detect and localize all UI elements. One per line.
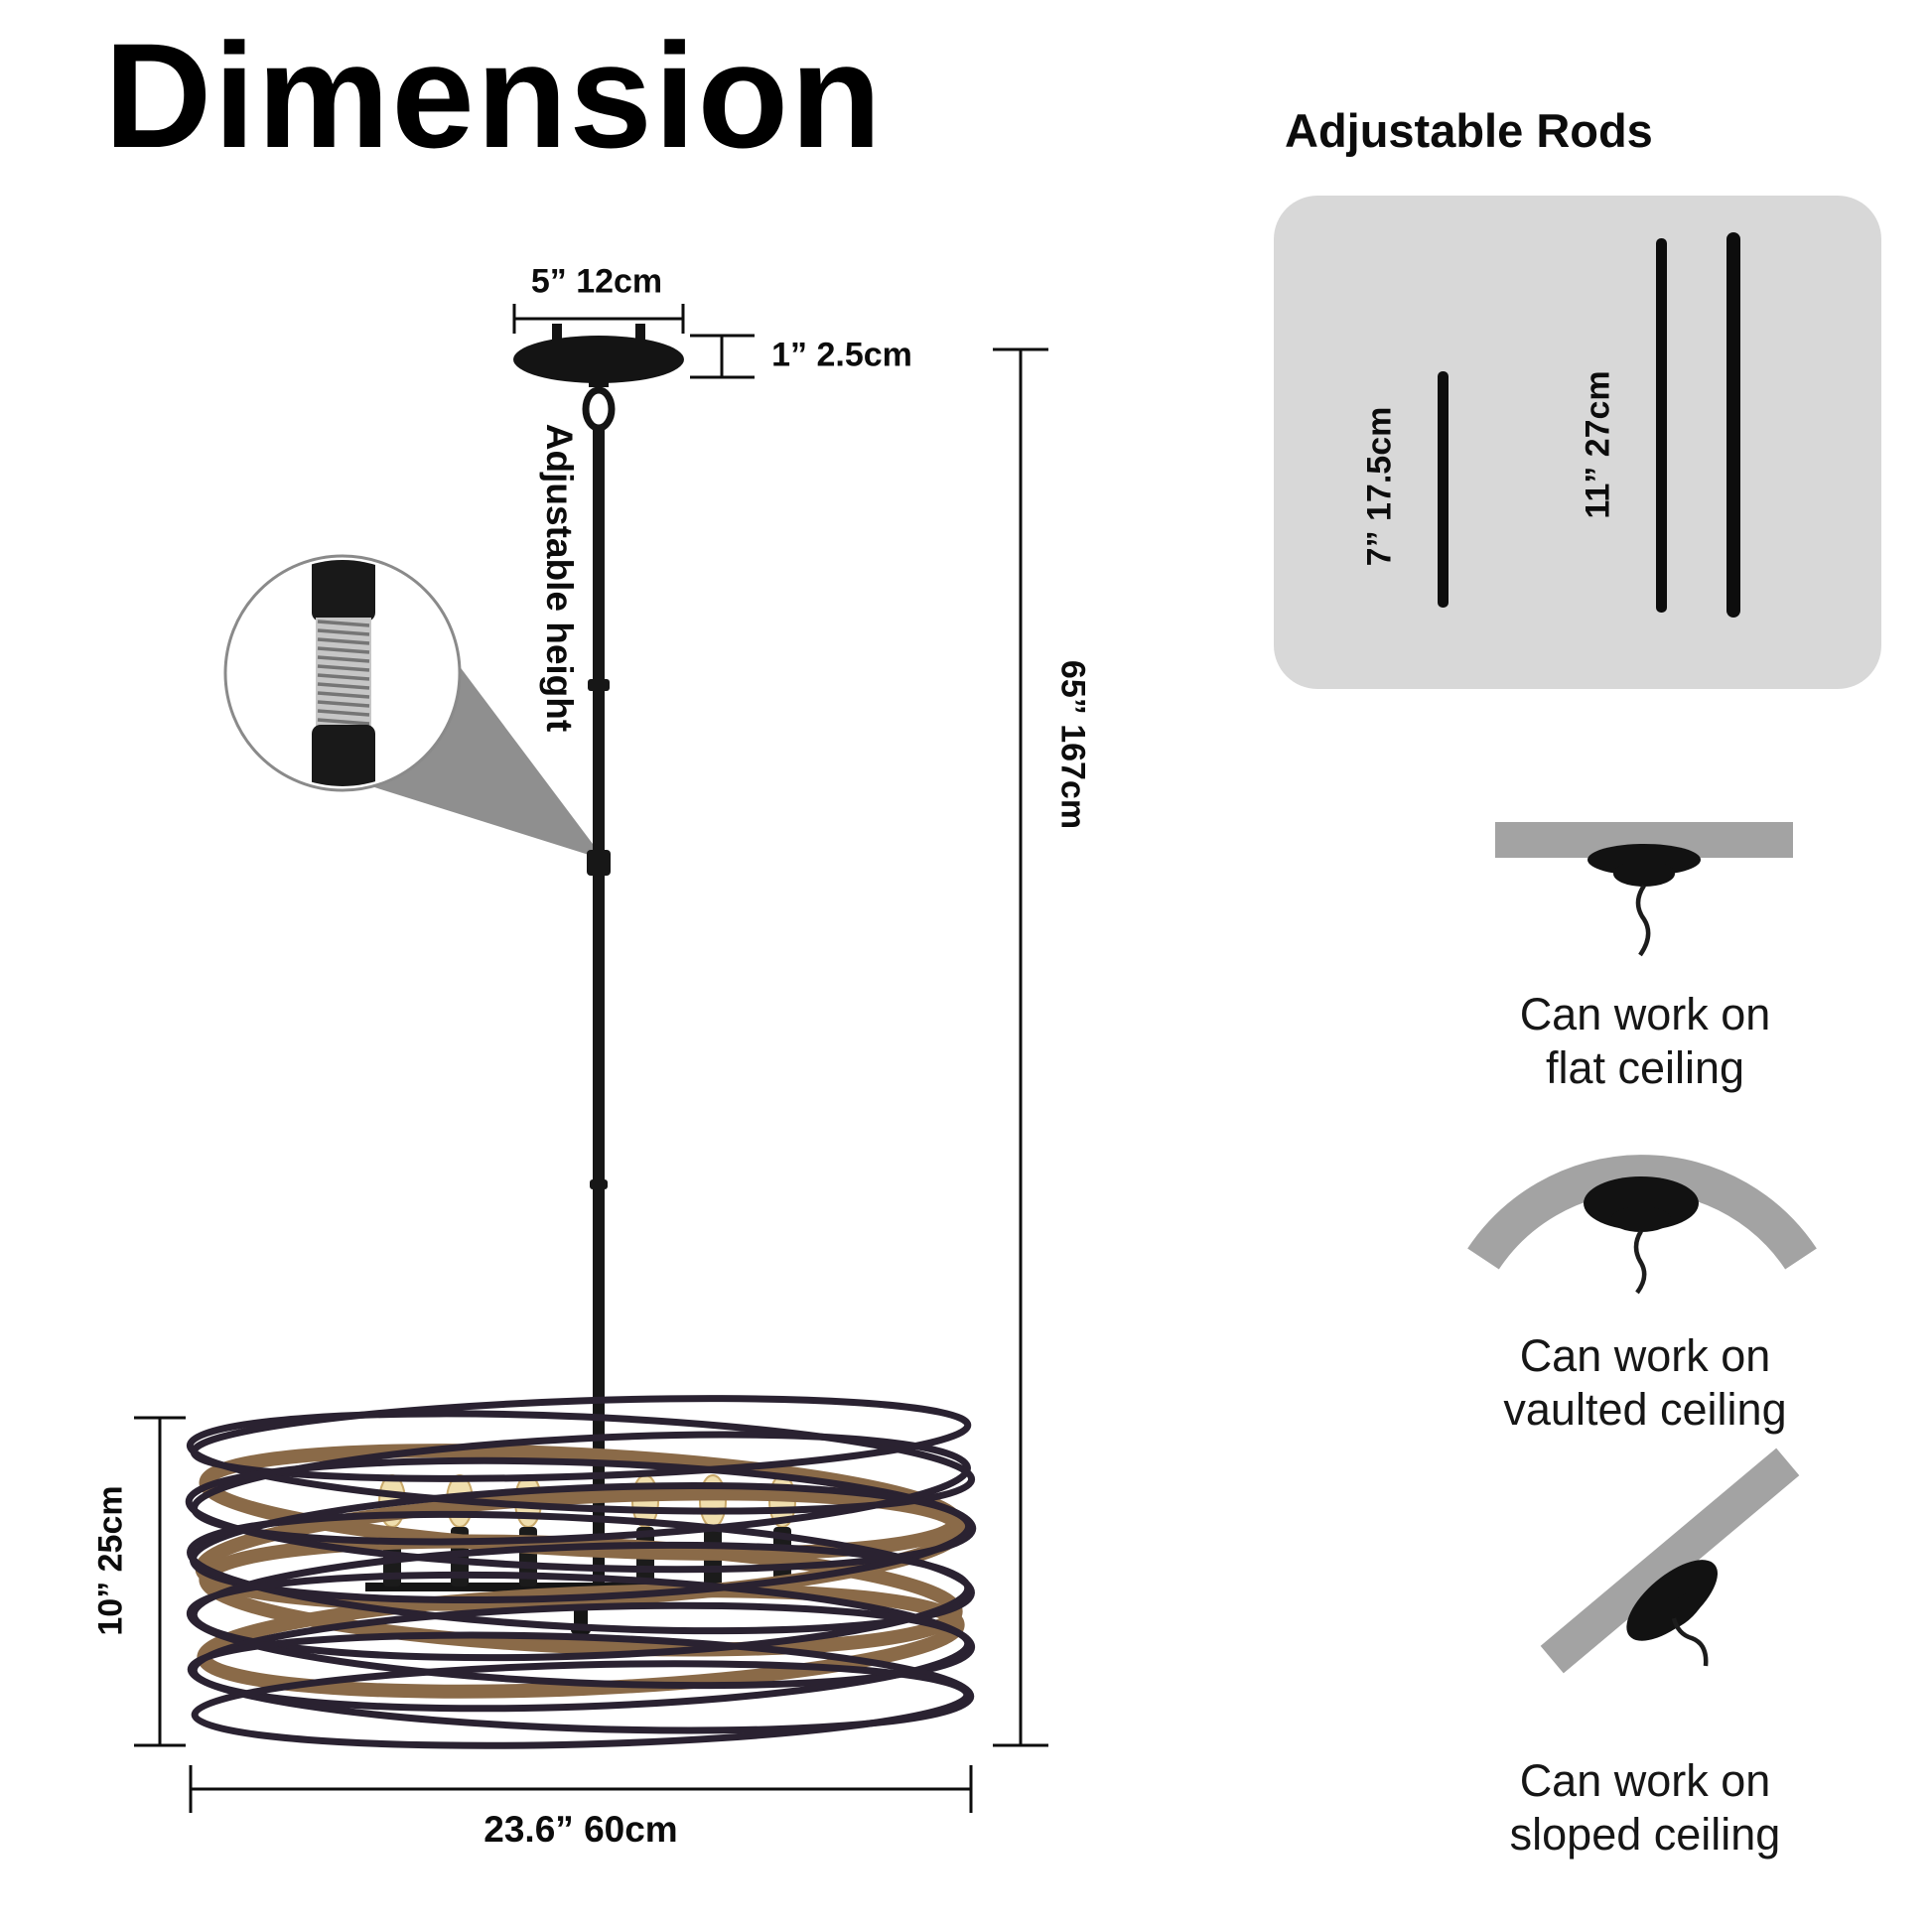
vaulted-ceiling-illustration: [1467, 1155, 1817, 1295]
adjustable-rods: [1438, 232, 1740, 618]
canopy-height-dimension: [690, 334, 755, 379]
metal-spiral-rings: [185, 1395, 977, 1749]
total-height-label: 65” 167cm: [1053, 659, 1092, 830]
sloped-ceiling-caption-line1: Can work on: [1519, 1755, 1771, 1806]
adjustable-height-label: Adjustable height: [539, 423, 580, 733]
sloped-ceiling-illustration: [1540, 1448, 1800, 1674]
long-rod-label: 11” 27cm: [1579, 370, 1617, 519]
shade-width-dimension: [189, 1765, 973, 1813]
short-rod: [1438, 371, 1449, 608]
vaulted-ceiling-caption-line2: vaulted ceiling: [1503, 1384, 1787, 1435]
hanging-rod: [582, 386, 616, 1596]
canopy-width-dimension: [512, 304, 685, 334]
shade-height-label: 10” 25cm: [91, 1485, 130, 1636]
long-rod-thick: [1726, 232, 1740, 618]
thread-lines: [317, 620, 370, 726]
shade-width-label: 23.6” 60cm: [483, 1809, 678, 1850]
flat-ceiling-illustration: [1495, 822, 1793, 957]
total-height-dimension: [993, 347, 1048, 1747]
flat-ceiling-caption-line2: flat ceiling: [1545, 1042, 1745, 1093]
short-rod-label: 7” 17.5cm: [1360, 406, 1399, 567]
vaulted-ceiling-caption-line1: Can work on: [1519, 1330, 1771, 1381]
rods-panel-title: Adjustable Rods: [1285, 104, 1653, 157]
canopy-width-label: 5” 12cm: [530, 262, 663, 301]
ceiling-canopy: [513, 324, 684, 387]
shade-height-dimension: [134, 1416, 186, 1747]
flat-ceiling-caption-line1: Can work on: [1519, 989, 1771, 1039]
drum-shade: [185, 1395, 977, 1749]
page-title: Dimension: [104, 12, 884, 179]
long-rod-thin: [1656, 238, 1667, 613]
sloped-ceiling-caption-line2: sloped ceiling: [1509, 1809, 1781, 1860]
canopy-height-label: 1” 2.5cm: [771, 336, 912, 374]
threaded-rod-detail: [223, 554, 462, 792]
